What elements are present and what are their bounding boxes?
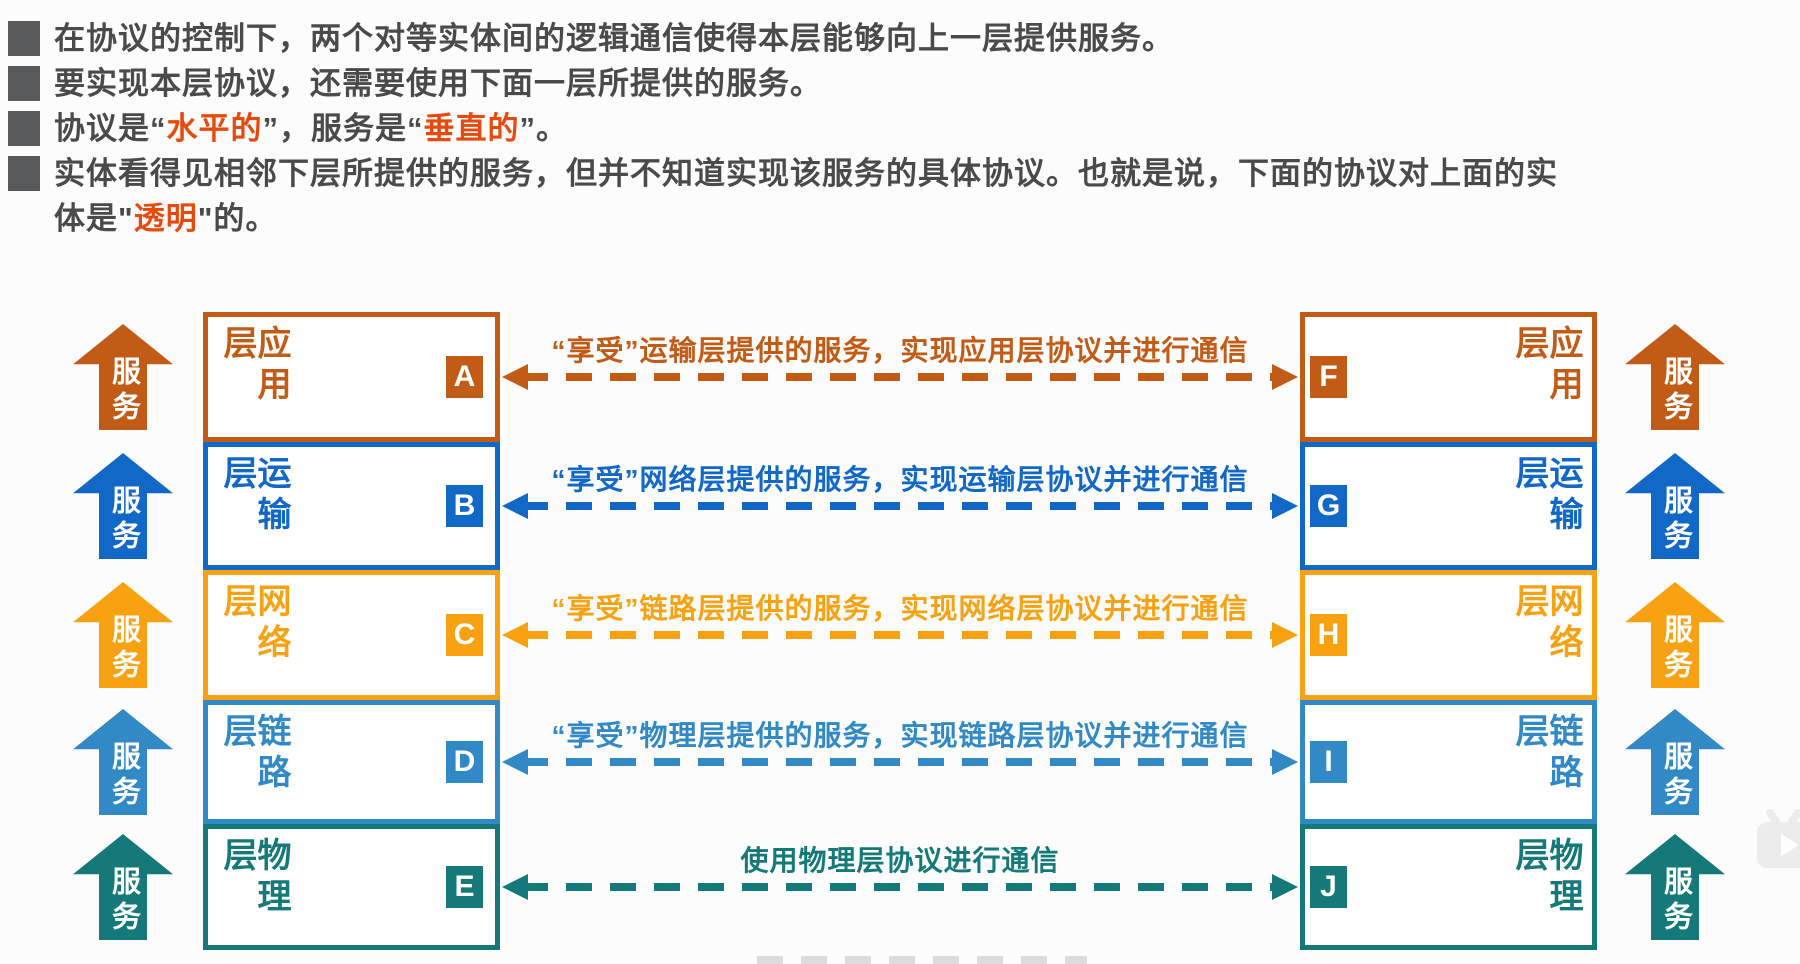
peer-dashed-arrow — [522, 758, 1278, 766]
entity-letter-right: I — [1310, 741, 1347, 783]
service-arrow-label: 服务 — [107, 740, 140, 811]
service-up-arrow-right: 服务 — [1625, 834, 1725, 940]
service-arrow-label: 服务 — [107, 613, 140, 684]
bullet-item: 要实现本层协议，还需要使用下面一层所提供的服务。 — [8, 61, 1568, 106]
service-arrow-label: 服务 — [1659, 613, 1692, 684]
layer-row-application: 服务 应用层 A “享受”运输层提供的服务，实现应用层协议并进行通信 应用层 F… — [0, 312, 1800, 442]
bullet-item: 实体看得见相邻下层所提供的服务，但并不知道实现该服务的具体协议。也就是说，下面的… — [8, 151, 1568, 241]
peer-dashed-arrow — [522, 373, 1278, 381]
layer-name-label: 运输层 — [218, 455, 290, 537]
arrowhead-left-icon — [502, 749, 528, 775]
bullet-text-segment: 协议是“ — [54, 111, 167, 146]
service-up-arrow-left: 服务 — [73, 709, 173, 815]
entity-letter-left: D — [446, 741, 483, 783]
service-up-arrow-right: 服务 — [1625, 582, 1725, 688]
entity-letter-right: F — [1310, 356, 1347, 398]
entity-letter-left: A — [446, 356, 483, 398]
bullet-square-icon — [8, 66, 40, 101]
bullet-item: 在协议的控制下，两个对等实体间的逻辑通信使得本层能够向上一层提供服务。 — [8, 16, 1568, 61]
entity-letter-right: J — [1310, 866, 1347, 908]
service-arrow-label: 服务 — [1659, 355, 1692, 426]
cutoff-dashed-line — [757, 956, 1087, 964]
service-up-arrow-left: 服务 — [73, 834, 173, 940]
bullet-text-highlight: 水平的 — [166, 111, 263, 146]
bullet-item: 协议是“水平的”，服务是“垂直的”。 — [8, 106, 1568, 151]
peer-dashed-arrow — [522, 631, 1278, 639]
peer-dashed-arrow — [522, 502, 1278, 510]
bullet-text: 实体看得见相邻下层所提供的服务，但并不知道实现该服务的具体协议。也就是说，下面的… — [54, 151, 1568, 241]
entity-letter-left: C — [446, 614, 483, 656]
layer-box-right: 运输层 — [1300, 442, 1597, 570]
arrowhead-left-icon — [502, 874, 528, 900]
arrowhead-left-icon — [502, 622, 528, 648]
layer-name-label: 应用层 — [1510, 325, 1582, 407]
service-arrow-label: 服务 — [1659, 484, 1692, 555]
bullet-square-icon — [8, 111, 40, 146]
tv-play-icon[interactable] — [1757, 806, 1800, 870]
service-up-arrow-right: 服务 — [1625, 453, 1725, 559]
play-triangle-icon — [1781, 834, 1799, 856]
entity-letter-left: B — [446, 485, 483, 527]
layer-name-label: 网络层 — [218, 583, 290, 665]
arrowhead-right-icon — [1272, 493, 1298, 519]
bullet-text: 要实现本层协议，还需要使用下面一层所提供的服务。 — [54, 66, 822, 101]
layer-row-link: 服务 链路层 D “享受”物理层提供的服务，实现链路层协议并进行通信 链路层 I… — [0, 700, 1800, 824]
layer-row-physical: 服务 物理层 E 使用物理层协议进行通信 物理层 J 服务 — [0, 824, 1800, 950]
bullet-text: 协议是“水平的”，服务是“垂直的”。 — [54, 106, 568, 151]
service-up-arrow-left: 服务 — [73, 582, 173, 688]
layer-box-right: 应用层 — [1300, 312, 1597, 442]
service-arrow-label: 服务 — [107, 355, 140, 426]
bullet-text-segment: ”。 — [519, 111, 568, 146]
entity-letter-right: H — [1310, 614, 1347, 656]
arrowhead-right-icon — [1272, 622, 1298, 648]
bullet-text-segment: ”，服务是“ — [262, 111, 424, 146]
bullet-text-highlight: 透明 — [133, 201, 198, 236]
entity-letter-right: G — [1310, 485, 1347, 527]
layer-row-network: 服务 网络层 C “享受”链路层提供的服务，实现网络层协议并进行通信 网络层 H… — [0, 570, 1800, 700]
bullet-square-icon — [8, 156, 40, 191]
peer-dashed-arrow — [522, 883, 1278, 891]
service-up-arrow-left: 服务 — [73, 324, 173, 430]
peer-arrow-label: “享受”链路层提供的服务，实现网络层协议并进行通信 — [551, 593, 1249, 624]
service-arrow-label: 服务 — [1659, 865, 1692, 936]
peer-arrow-label: “享受”物理层提供的服务，实现链路层协议并进行通信 — [551, 720, 1249, 751]
layer-name-label: 应用层 — [218, 325, 290, 407]
bullet-text-segment: "的。 — [197, 201, 278, 236]
layer-name-label: 物理层 — [1510, 837, 1582, 919]
layer-name-label: 物理层 — [218, 837, 290, 919]
arrowhead-left-icon — [502, 364, 528, 390]
arrowhead-left-icon — [502, 493, 528, 519]
bullet-text-highlight: 垂直的 — [423, 111, 520, 146]
arrowhead-right-icon — [1272, 749, 1298, 775]
entity-letter-left: E — [446, 866, 483, 908]
peer-arrow-label: “享受”运输层提供的服务，实现应用层协议并进行通信 — [551, 335, 1249, 366]
service-up-arrow-left: 服务 — [73, 453, 173, 559]
service-up-arrow-right: 服务 — [1625, 709, 1725, 815]
layer-name-label: 链路层 — [1510, 713, 1582, 795]
arrowhead-right-icon — [1272, 364, 1298, 390]
service-arrow-label: 服务 — [107, 865, 140, 936]
arrowhead-right-icon — [1272, 874, 1298, 900]
layer-box-left: 物理层 — [203, 824, 500, 950]
layer-name-label: 链路层 — [218, 713, 290, 795]
layer-row-transport: 服务 运输层 B “享受”网络层提供的服务，实现运输层协议并进行通信 运输层 G… — [0, 442, 1800, 570]
service-arrow-label: 服务 — [107, 484, 140, 555]
bullet-square-icon — [8, 21, 40, 56]
bullet-list: 在协议的控制下，两个对等实体间的逻辑通信使得本层能够向上一层提供服务。 要实现本… — [8, 16, 1568, 241]
service-arrow-label: 服务 — [1659, 740, 1692, 811]
bullet-text: 在协议的控制下，两个对等实体间的逻辑通信使得本层能够向上一层提供服务。 — [54, 21, 1174, 56]
layer-box-right: 物理层 — [1300, 824, 1597, 950]
peer-arrow-label: 使用物理层协议进行通信 — [740, 845, 1060, 876]
peer-arrow-label: “享受”网络层提供的服务，实现运输层协议并进行通信 — [551, 464, 1249, 495]
layer-box-right: 网络层 — [1300, 570, 1597, 700]
bullet-text-segment: 实体看得见相邻下层所提供的服务，但并不知道实现该服务的具体协议。也就是说，下面的… — [54, 156, 1558, 236]
service-up-arrow-right: 服务 — [1625, 324, 1725, 430]
layer-name-label: 运输层 — [1510, 455, 1582, 537]
layer-box-right: 链路层 — [1300, 700, 1597, 824]
layer-name-label: 网络层 — [1510, 583, 1582, 665]
